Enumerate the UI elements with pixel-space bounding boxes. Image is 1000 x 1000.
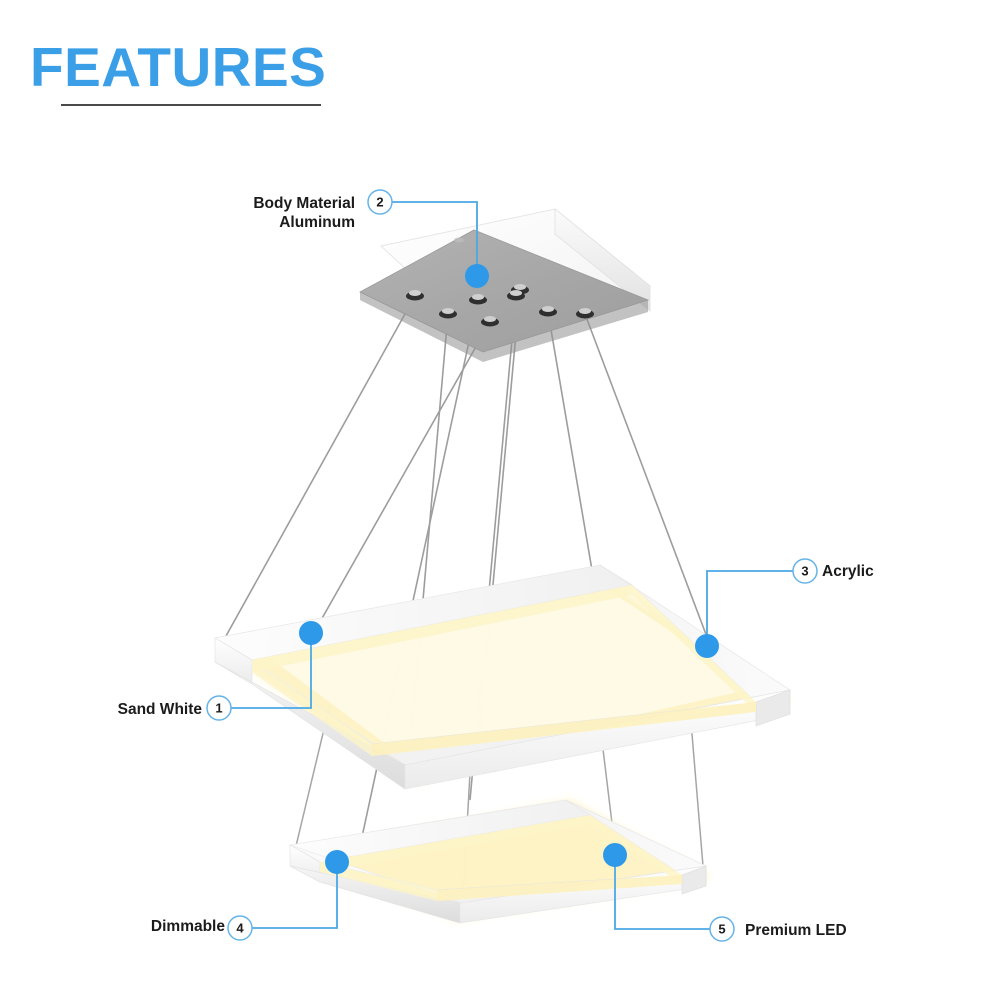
callout-marker-dot[interactable]	[325, 850, 349, 874]
callout-1[interactable]: 1	[206, 621, 323, 721]
callout-number-circle[interactable]	[709, 916, 735, 942]
callout-number-circle[interactable]	[206, 695, 232, 721]
callout-leader-line	[392, 201, 478, 276]
callout-layer: 1 2 3 4 5	[206, 189, 818, 942]
callout-marker-dot[interactable]	[299, 621, 323, 645]
callout-number-circle[interactable]	[227, 915, 253, 941]
callout-leader-line	[706, 570, 793, 646]
callout-number-text: 5	[718, 922, 725, 937]
callout-number-text: 1	[215, 701, 222, 716]
callout-number-circle[interactable]	[367, 189, 393, 215]
callout-label-3: Acrylic	[822, 563, 874, 580]
callout-label-1: Sand White	[117, 701, 202, 718]
callout-2[interactable]: 2	[367, 189, 489, 288]
callout-5[interactable]: 5	[603, 843, 735, 942]
callout-marker-dot[interactable]	[695, 634, 719, 658]
callout-label-2: Body Material Aluminum	[253, 195, 355, 232]
ceiling-canopy	[359, 208, 652, 362]
callout-leader-line	[231, 633, 312, 709]
cable-mount-points	[406, 284, 594, 327]
canopy-screw-detail	[454, 237, 464, 243]
callout-3[interactable]: 3	[695, 558, 818, 658]
callout-marker-dot[interactable]	[603, 843, 627, 867]
lower-light-ring	[288, 799, 712, 924]
callout-4[interactable]: 4	[227, 850, 349, 941]
callout-number-text: 4	[236, 921, 244, 936]
page-title: FEATURES	[30, 36, 327, 98]
callout-marker-dot[interactable]	[465, 264, 489, 288]
callout-leader-line	[614, 855, 710, 930]
page-header: FEATURES	[30, 40, 330, 120]
callout-number-circle[interactable]	[792, 558, 818, 584]
callout-leader-line	[252, 862, 338, 929]
callout-number-text: 2	[376, 195, 383, 210]
callout-label-5: Premium LED	[745, 922, 847, 939]
upper-light-ring	[213, 564, 791, 790]
callout-label-4: Dimmable	[150, 918, 225, 935]
title-underline	[61, 104, 321, 106]
callout-number-text: 3	[801, 564, 808, 579]
